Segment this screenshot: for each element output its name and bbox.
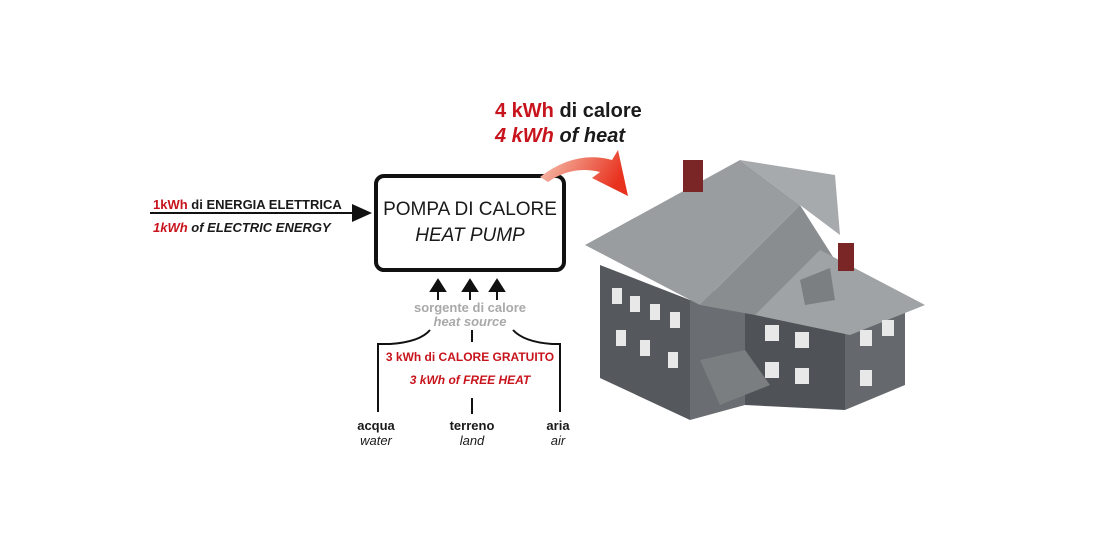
input-value-en: 1kWh bbox=[153, 220, 188, 235]
heat-pump-box bbox=[374, 174, 566, 272]
source-water-en: water bbox=[360, 433, 392, 448]
output-value-it: 4 kWh bbox=[495, 100, 554, 122]
output-text-en: of heat bbox=[553, 125, 626, 147]
output-label-en: 4 kWh of heat bbox=[495, 125, 625, 148]
source-land-it: terreno bbox=[449, 418, 495, 433]
input-text-en: of ELECTRIC ENERGY bbox=[187, 220, 331, 235]
input-text-it: di ENERGIA ELETTRICA bbox=[187, 197, 342, 212]
free-heat-en: 3 kWh of FREE HEAT bbox=[409, 373, 531, 387]
source-label-en: heat source bbox=[433, 314, 507, 329]
source-air-it: aria bbox=[546, 418, 570, 433]
output-value-en: 4 kWh bbox=[495, 125, 554, 147]
source-water-it: acqua bbox=[357, 418, 395, 433]
source-connectors bbox=[377, 329, 561, 414]
input-arrow bbox=[150, 204, 372, 222]
output-text-it: di calore bbox=[553, 100, 642, 122]
input-value-it: 1kWh bbox=[153, 197, 188, 212]
source-arrows bbox=[429, 278, 506, 300]
source-air-en: air bbox=[550, 433, 566, 448]
input-label-en: 1kWh of ELECTRIC ENERGY bbox=[153, 220, 331, 235]
output-label-it: 4 kWh di calore bbox=[495, 100, 642, 123]
pump-title-it: POMPA DI CALORE bbox=[383, 199, 557, 220]
pump-title-en: HEAT PUMP bbox=[415, 225, 525, 246]
source-label-it: sorgente di calore bbox=[414, 300, 526, 315]
house-illustration bbox=[585, 160, 925, 420]
source-land-en: land bbox=[459, 433, 485, 448]
input-label-it: 1kWh di ENERGIA ELETTRICA bbox=[153, 197, 342, 212]
free-heat-it: 3 kWh di CALORE GRATUITO bbox=[385, 350, 555, 364]
output-heat-arrow bbox=[540, 150, 628, 196]
